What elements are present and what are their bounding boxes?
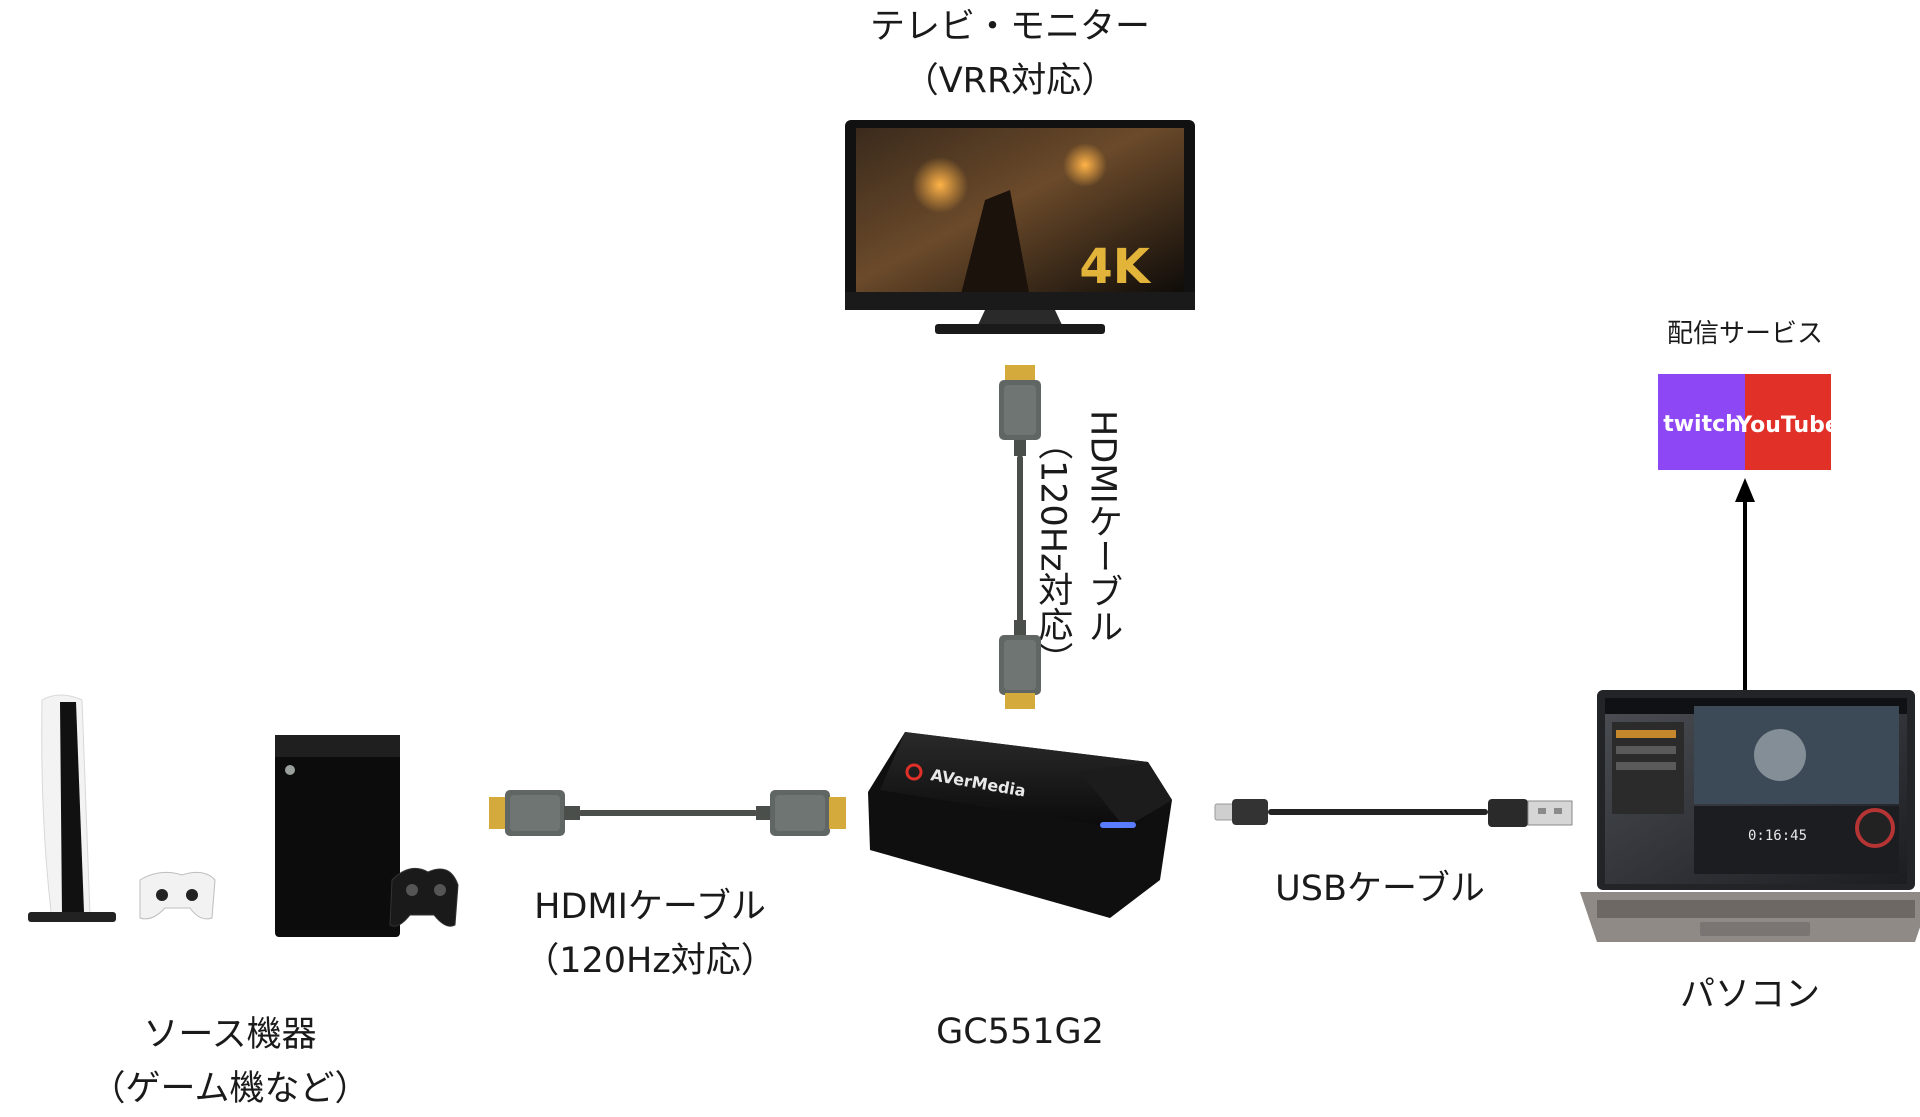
streaming-services-icon: twitch YouTube: [1658, 374, 1840, 470]
capture-model: GC551G2: [936, 1012, 1104, 1052]
tv-title: テレビ・モニター: [869, 7, 1150, 47]
cable-left-line2: （120Hz対応）: [524, 941, 776, 982]
youtube-logo-text: YouTube: [1735, 413, 1840, 438]
usb-cable-icon: [1214, 799, 1573, 827]
source-line2: （ゲーム機など）: [90, 1069, 370, 1110]
cable-top-label: HDMIケーブル: [1075, 410, 1129, 644]
hdmi-cable-horizontal-icon: [489, 790, 846, 836]
twitch-logo-text: twitch: [1663, 412, 1741, 437]
tv-label: テレビ・モニター （VRR対応）: [760, 0, 1260, 109]
youtube-logo-tile: [1745, 374, 1831, 470]
source-line1: ソース機器: [143, 1015, 317, 1055]
source-devices-icon: [28, 694, 459, 937]
capture-label: GC551G2: [870, 1005, 1170, 1059]
streaming-title: 配信サービス: [1666, 319, 1823, 349]
usb-cable-text: USBケーブル: [1275, 869, 1485, 909]
upload-arrow: [1735, 478, 1755, 690]
pc-label: パソコン: [1630, 968, 1870, 1022]
hdmi-cable-vertical-icon: [999, 365, 1041, 709]
pc-text: パソコン: [1679, 975, 1820, 1015]
cable-top-line1: HDMIケーブル: [1082, 410, 1123, 644]
source-label: ソース機器 （ゲーム機など）: [60, 1008, 400, 1117]
cable-top-line2: （120Hz対応）: [1032, 425, 1073, 677]
laptop-timer: 0:16:45: [1748, 828, 1807, 844]
capture-device-icon: AVerMedia: [868, 732, 1172, 918]
usb-cable-label: USBケーブル: [1225, 862, 1535, 916]
laptop-icon: 0:16:45: [1580, 690, 1920, 942]
cable-top-label-2: （120Hz対応）: [1025, 425, 1079, 677]
cable-left-line1: HDMIケーブル: [534, 887, 766, 927]
tv-4k-badge: 4K: [1079, 239, 1151, 295]
cable-left-label: HDMIケーブル （120Hz対応）: [470, 880, 830, 989]
tv-subtitle: （VRR対応）: [903, 61, 1117, 102]
streaming-label: 配信サービス: [1620, 314, 1870, 354]
tv-monitor-icon: 4K: [845, 120, 1195, 334]
twitch-logo-tile: [1658, 374, 1746, 470]
